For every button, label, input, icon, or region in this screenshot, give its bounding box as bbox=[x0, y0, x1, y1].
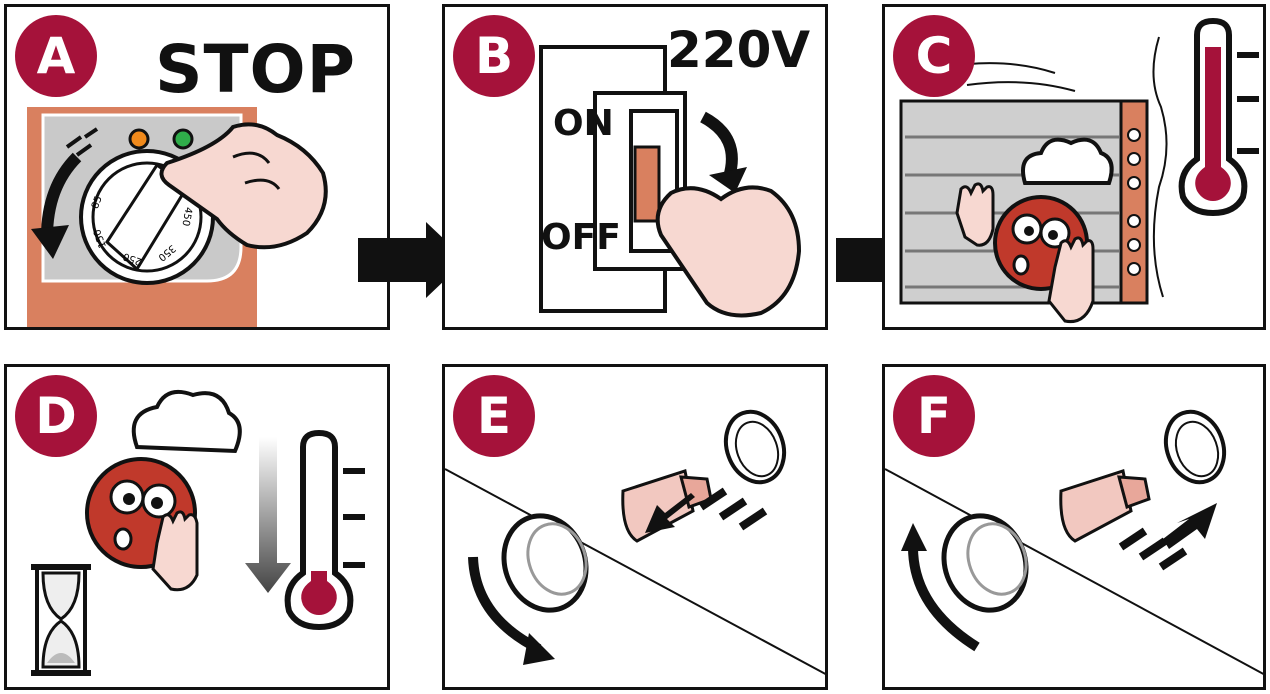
panel-d: D bbox=[4, 364, 390, 690]
lamp-green-icon bbox=[174, 130, 192, 148]
stop-label: STOP bbox=[155, 31, 356, 108]
step-badge-b: B bbox=[453, 15, 535, 97]
step-badge-c: C bbox=[893, 15, 975, 97]
gasket-icon bbox=[716, 404, 793, 491]
lamp-glass-icon-f bbox=[931, 504, 1039, 622]
voltage-label: 220V bbox=[667, 21, 810, 79]
off-label: OFF bbox=[541, 217, 621, 258]
gasket-icon-f bbox=[1156, 404, 1233, 491]
step-badge-e: E bbox=[453, 375, 535, 457]
bulb-icon bbox=[623, 471, 711, 541]
down-arrow-icon bbox=[245, 437, 291, 593]
hourglass-icon bbox=[31, 567, 91, 673]
lamp-orange-icon bbox=[130, 130, 148, 148]
lamp-glass-icon bbox=[491, 504, 599, 622]
step-badge-f: F bbox=[893, 375, 975, 457]
panel-b: B 220V ON OFF bbox=[442, 4, 828, 330]
bulb-icon-f bbox=[1061, 471, 1149, 541]
step-badge-d: D bbox=[15, 375, 97, 457]
panel-c: C bbox=[882, 4, 1266, 330]
hand-icon-b bbox=[658, 187, 799, 315]
panel-f: F bbox=[882, 364, 1266, 690]
thermometer-icon bbox=[1182, 21, 1259, 213]
panel-a: A STOP 85 150 250 350 450 bbox=[4, 4, 390, 330]
thermometer-icon-d bbox=[288, 433, 365, 627]
step-badge-a: A bbox=[15, 15, 97, 97]
on-label: ON bbox=[553, 103, 614, 144]
panel-e: E bbox=[442, 364, 828, 690]
